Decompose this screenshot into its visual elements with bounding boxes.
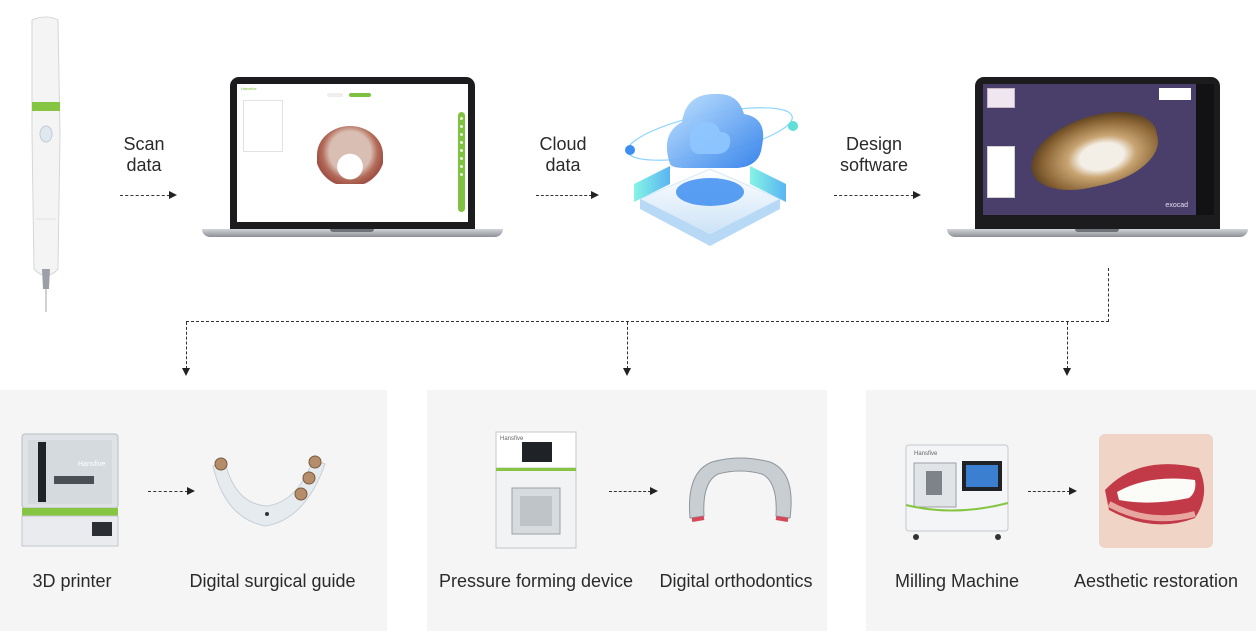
arrow-cloud-to-design [834, 190, 921, 199]
label-3d-printer: 3D printer [32, 571, 112, 591]
arrow-to-panel-2 [622, 322, 631, 376]
connector-branch-line [186, 321, 1109, 322]
design-right-toolbar[interactable] [1196, 84, 1214, 215]
connector-down-from-design [1108, 268, 1109, 322]
arrow-scan-to-laptop [120, 190, 177, 199]
app-sidebar [243, 100, 283, 152]
mill-brand: Hansfive [914, 451, 938, 457]
arrow-to-panel-1 [181, 322, 190, 376]
designed-tooth-model [1023, 103, 1165, 199]
former-brand: Hansfive [500, 436, 524, 442]
tool-panel[interactable] [987, 146, 1015, 198]
arrow-printer-to-guide [148, 486, 195, 495]
view-tab[interactable] [327, 93, 343, 97]
label-milling-machine: Milling Machine [894, 571, 1020, 591]
arrow-mill-to-restoration [1028, 486, 1077, 495]
milling-machine-icon: Hansfive [905, 444, 1009, 540]
3d-printer-icon: Hansfive [21, 433, 119, 547]
arrow-to-panel-3 [1062, 322, 1071, 376]
dental-aligner-icon [688, 457, 792, 522]
label-aesthetic-restoration: Aesthetic restoration [1073, 571, 1239, 591]
scan-tab[interactable] [349, 93, 371, 97]
design-software-screen: exocad [983, 84, 1196, 215]
exocad-watermark: exocad [1165, 202, 1188, 209]
cloud-storage-icon [625, 93, 798, 246]
pressure-forming-device-icon: Hansfive [495, 431, 577, 549]
label-digital-surgical-guide: Digital surgical guide [189, 571, 356, 591]
step-label-design: Design software [839, 134, 909, 175]
surgical-guide-icon [212, 455, 326, 527]
view-panel [1159, 88, 1191, 100]
intraoral-scanner-icon [31, 16, 61, 312]
scan-software-screen: Hansfive [237, 84, 468, 222]
aesthetic-restoration-image [1099, 434, 1213, 548]
label-digital-orthodontics: Digital orthodontics [659, 571, 813, 591]
arrow-laptop-to-cloud [536, 190, 599, 199]
scanned-jaw-model [317, 126, 383, 184]
printer-brand: Hansfive [78, 461, 105, 468]
step-label-scan: Scan data [123, 134, 165, 175]
app-brand: Hansfive [241, 86, 257, 91]
label-pressure-forming-device: Pressure forming device [438, 571, 634, 591]
arrow-former-to-aligner [609, 486, 658, 495]
info-panel [987, 88, 1015, 108]
step-label-cloud: Cloud data [539, 134, 587, 175]
app-toolbar[interactable] [458, 112, 465, 212]
panel-pressure-forming [427, 390, 827, 631]
